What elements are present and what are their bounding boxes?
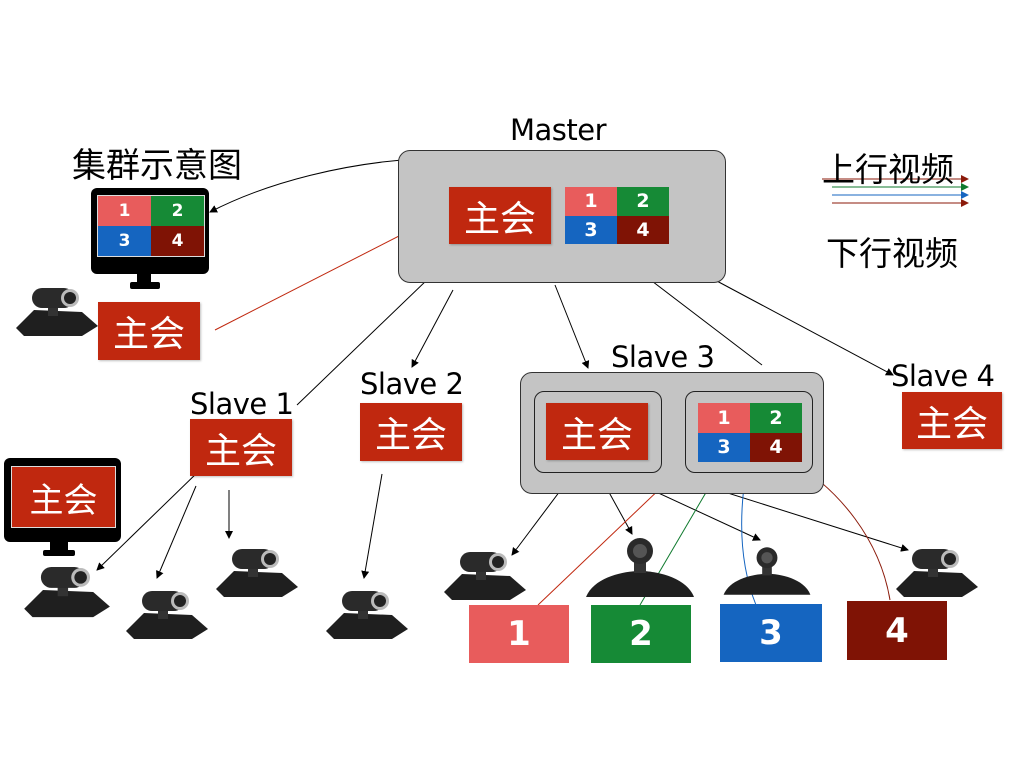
slave3-main-panel	[534, 391, 662, 473]
link-slave2-cam	[361, 473, 383, 579]
link-slave1-cam2	[156, 485, 197, 579]
master-main-meeting[interactable]: 主会	[449, 187, 551, 244]
master-server[interactable]	[398, 150, 726, 283]
link-master-slave2	[411, 289, 454, 368]
slave4-main-meeting[interactable]: 主会	[902, 392, 1002, 449]
monitor-stand	[50, 542, 68, 550]
camera-icon	[16, 288, 98, 336]
slave4-label: Slave 4	[891, 359, 995, 393]
grid-cell-2: 2	[750, 403, 802, 433]
link-master-slave3	[554, 284, 590, 369]
monitor-video-grid: 1 2 3 4	[97, 195, 205, 257]
legend-downlink-label: 下行视频	[826, 234, 958, 273]
monitor-base	[43, 550, 75, 556]
master-label: Master	[510, 113, 607, 147]
grid-cell-2: 2	[151, 196, 204, 226]
grid-cell-3: 3	[698, 432, 750, 462]
monitor-base	[130, 282, 160, 289]
slave1-label: Slave 1	[190, 387, 294, 421]
grid-cell-4: 4	[617, 215, 669, 244]
camera-icon	[24, 566, 110, 618]
camera-icon	[326, 591, 408, 639]
slave1-monitor-main: 主会	[11, 466, 116, 528]
diagram-title: 集群示意图	[72, 146, 242, 186]
camera-icon	[216, 549, 298, 597]
grid-cell-1: 1	[98, 196, 151, 226]
source-4[interactable]: 4	[847, 601, 947, 660]
slave1-monitor: 主会	[4, 458, 121, 542]
camera-icon	[444, 552, 526, 600]
legend-uplink-label: 上行视频	[822, 150, 954, 189]
grid-cell-3: 3	[565, 215, 617, 244]
monitor-stand	[137, 274, 151, 282]
conference-camera-icon	[586, 538, 694, 597]
grid-cell-4: 4	[151, 226, 204, 256]
slave3-label: Slave 3	[611, 340, 715, 374]
slave2-label: Slave 2	[360, 367, 464, 401]
camera-icon	[126, 591, 208, 639]
cluster-monitor: 1 2 3 4	[91, 188, 209, 274]
slave3-main-meeting[interactable]: 主会	[546, 403, 648, 460]
slave3-grid-panel	[685, 391, 813, 473]
grid-cell-1: 1	[565, 187, 617, 216]
grid-cell-3: 3	[98, 226, 151, 256]
conference-camera-icon	[723, 547, 811, 595]
slave3-video-grid: 1 2 3 4	[698, 403, 802, 462]
grid-cell-4: 4	[750, 432, 802, 462]
slave1-main-meeting[interactable]: 主会	[190, 419, 292, 476]
grid-cell-2: 2	[617, 187, 669, 216]
source-2[interactable]: 2	[591, 605, 691, 663]
source-3[interactable]: 3	[720, 604, 822, 662]
grid-cell-1: 1	[698, 403, 750, 433]
local-main-meeting[interactable]: 主会	[98, 302, 200, 360]
camera-icon	[896, 549, 978, 597]
slave2-main-meeting[interactable]: 主会	[360, 403, 462, 461]
link-slave1-cam1	[96, 469, 201, 571]
master-video-grid: 1 2 3 4	[565, 187, 669, 244]
source-1[interactable]: 1	[469, 605, 569, 663]
